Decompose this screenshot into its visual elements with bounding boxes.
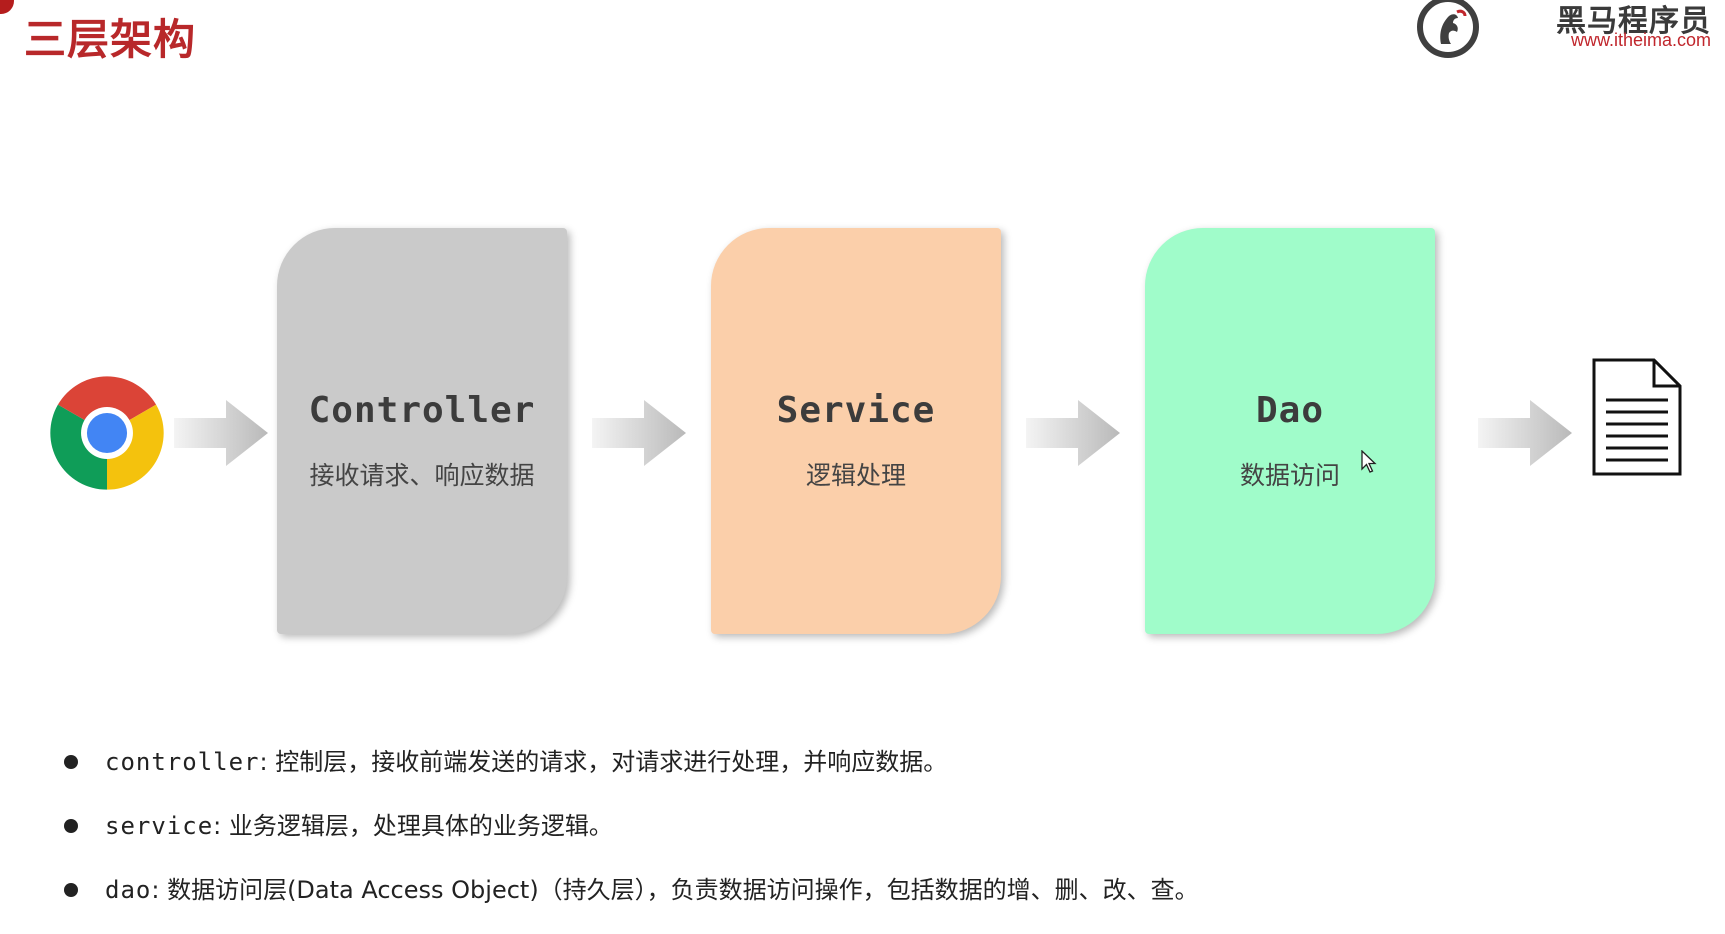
note-text: : 控制层，接收前端发送的请求，对请求进行处理，并响应数据。 — [259, 748, 948, 776]
dao-layer-box: Dao 数据访问 — [1145, 228, 1435, 634]
controller-layer-box: Controller 接收请求、响应数据 — [277, 228, 567, 634]
document-icon — [1592, 358, 1682, 476]
layer-description: 逻辑处理 — [805, 461, 906, 490]
right-arrow-icon — [592, 400, 686, 466]
layer-name: Service — [776, 390, 936, 431]
bullet-icon — [64, 755, 78, 769]
layer-description: 数据访问 — [1239, 461, 1340, 490]
right-arrow-icon — [1478, 400, 1572, 466]
bullet-icon — [64, 883, 78, 897]
list-item: controller: 控制层，接收前端发送的请求，对请求进行处理，并响应数据。 — [60, 742, 1199, 806]
note-text: : 数据访问层(Data Access Object)（持久层），负责数据访问操… — [151, 876, 1199, 904]
note-text: : 业务逻辑层，处理具体的业务逻辑。 — [213, 812, 613, 840]
right-arrow-icon — [174, 400, 268, 466]
chrome-browser-icon — [50, 376, 164, 490]
brand-name: 黑马程序员 — [1556, 4, 1711, 39]
layer-name: Dao — [1255, 390, 1325, 431]
notes-list: controller: 控制层，接收前端发送的请求，对请求进行处理，并响应数据。… — [60, 742, 1199, 934]
service-layer-box: Service 逻辑处理 — [711, 228, 1001, 634]
corner-decoration — [0, 0, 14, 14]
horse-logo-icon — [1417, 0, 1479, 58]
right-arrow-icon — [1026, 400, 1120, 466]
layer-description: 接收请求、响应数据 — [309, 461, 535, 490]
brand-url: www.itheima.com — [1570, 30, 1711, 50]
layer-name: Controller — [308, 390, 536, 431]
note-term: service — [105, 812, 214, 840]
list-item: service: 业务逻辑层，处理具体的业务逻辑。 — [60, 806, 1199, 870]
mouse-cursor-icon — [1361, 450, 1377, 473]
note-term: controller — [105, 748, 260, 776]
list-item: dao: 数据访问层(Data Access Object)（持久层），负责数据… — [60, 870, 1199, 934]
note-term: dao — [105, 876, 152, 904]
page-title: 三层架构 — [24, 15, 197, 64]
bullet-icon — [64, 819, 78, 833]
